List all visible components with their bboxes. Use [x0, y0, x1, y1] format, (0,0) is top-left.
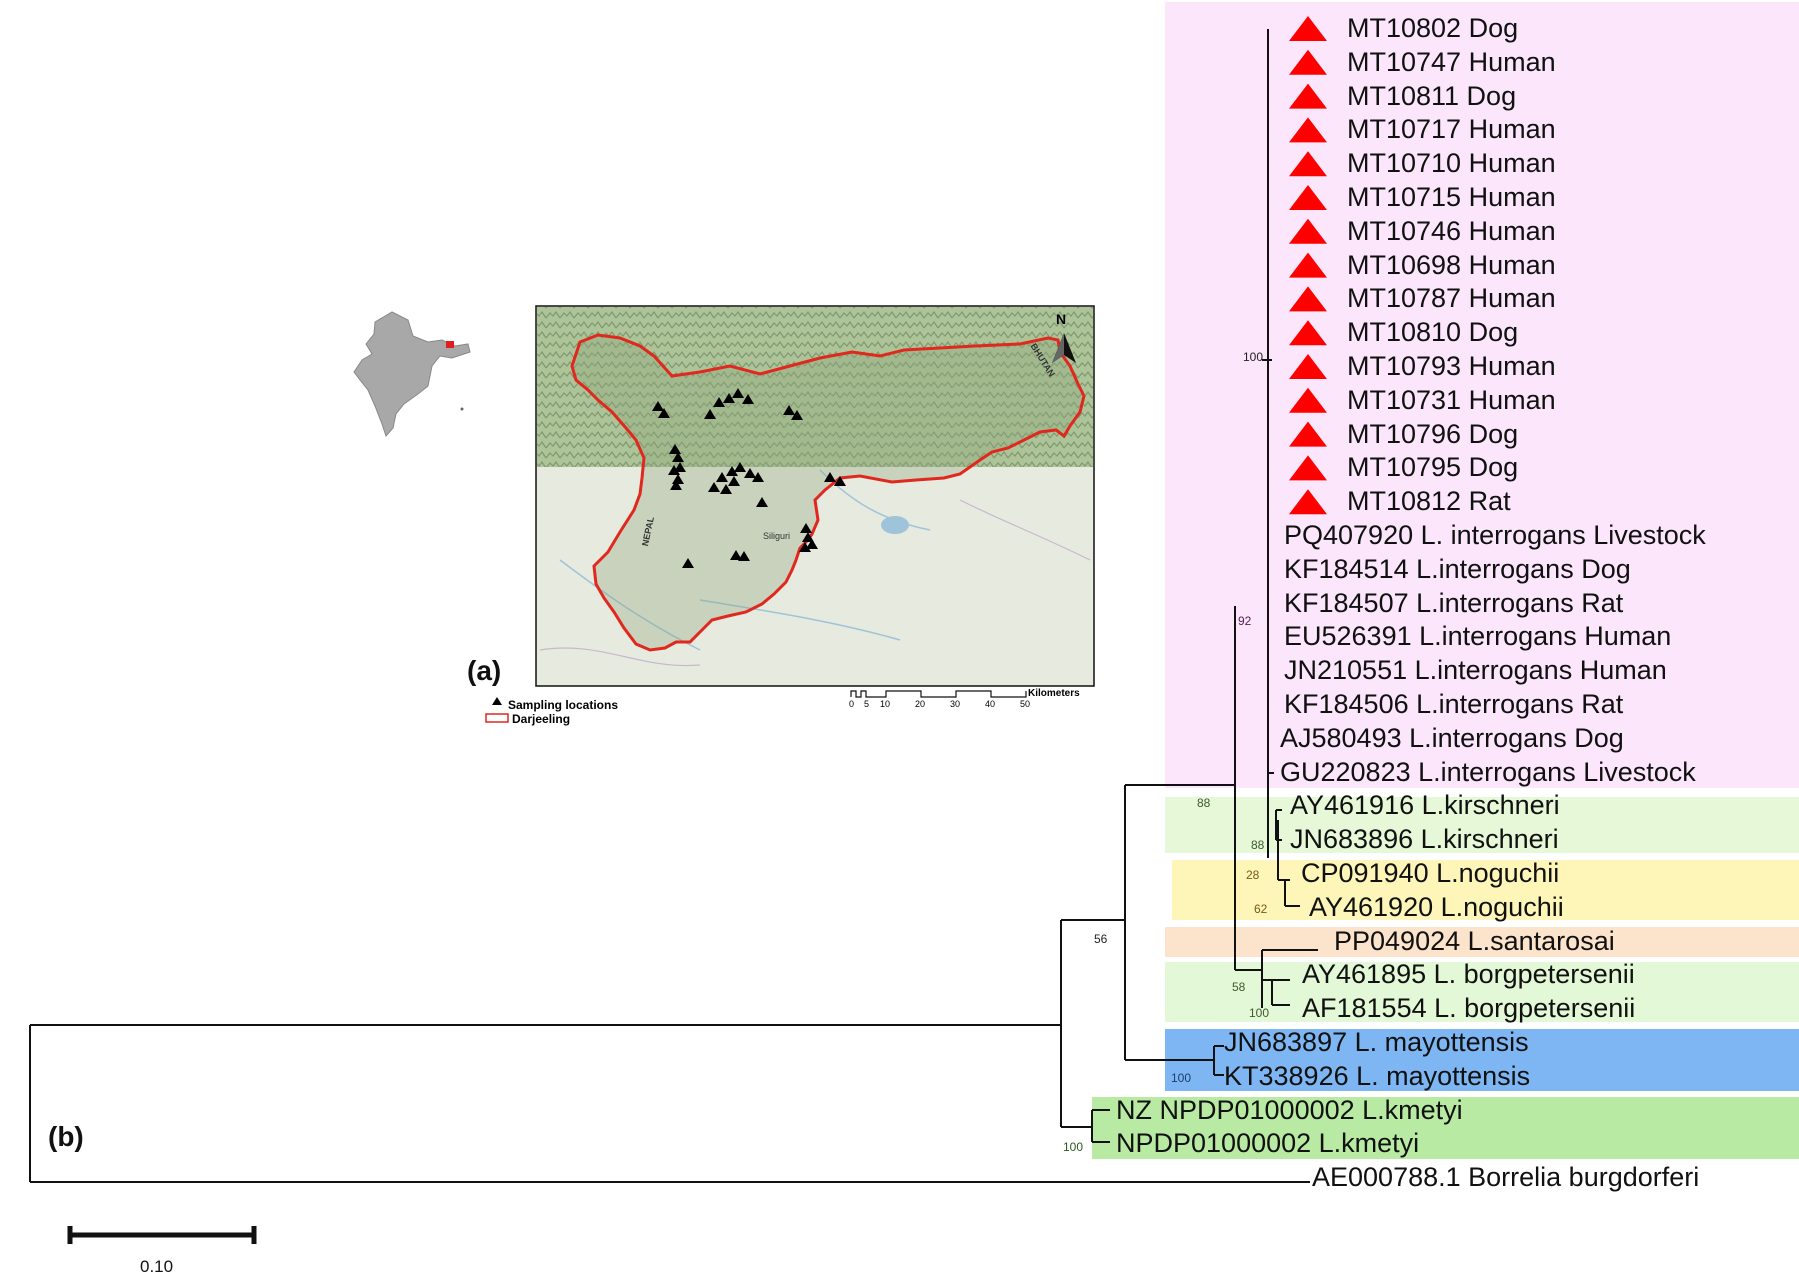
tip-label: MT10731 Human: [1347, 384, 1556, 415]
map-scale-bar: [850, 690, 1027, 698]
map-scale-tick: 40: [985, 699, 996, 709]
tip-label: MT10710 Human: [1347, 148, 1556, 179]
panel-a-label: (a): [467, 655, 502, 686]
tip-label: AY461895 L. borgpetersenii: [1302, 959, 1635, 990]
red-triangle-marker: [1289, 185, 1327, 210]
place-label-siliguri: Siliguri: [763, 531, 791, 541]
tip-label: MT10810 Dog: [1347, 317, 1519, 348]
tip-label: PP049024 L.santarosai: [1334, 925, 1615, 956]
tip-label: PQ407920 L. interrogans Livestock: [1284, 520, 1706, 550]
red-triangle-marker: [1289, 151, 1327, 177]
tip-label: MT10698 Human: [1347, 249, 1556, 280]
north-label: N: [1056, 311, 1067, 327]
tip-label: MT10802 Dog: [1347, 13, 1519, 43]
tip-label: KT338926 L. mayottensis: [1224, 1060, 1531, 1091]
tree-scale-bar: [67, 1226, 257, 1244]
bootstrap-value: 62: [1254, 902, 1268, 916]
red-triangle-marker: [1289, 49, 1327, 75]
red-triangle-marker: [1289, 320, 1327, 346]
tip-label: MT10715 Human: [1347, 182, 1556, 212]
place-label-nepal: NEPAL: [640, 515, 656, 548]
map-scale-tick: 50: [1020, 699, 1031, 709]
tip-label: JN210551 L.interrogans Human: [1284, 655, 1667, 686]
map-scale-tick: 30: [950, 699, 961, 709]
sampling-markers: [652, 388, 846, 568]
tree-scale-bar-value: 0.10: [140, 1257, 174, 1276]
bootstrap-value: 88: [1197, 796, 1211, 810]
tip-label: NZ NPDP01000002 L.kmetyi: [1116, 1094, 1463, 1125]
map-scale-tick: 20: [915, 699, 926, 709]
bootstrap-value: 28: [1246, 868, 1260, 882]
tip-label: KF184506 L.interrogans Rat: [1284, 689, 1624, 719]
red-triangle-marker: [1289, 218, 1327, 244]
bootstrap-value: 100: [1171, 1071, 1192, 1085]
bootstrap-value: 56: [1094, 932, 1108, 946]
red-triangle-marker: [1289, 387, 1327, 413]
darjeeling-boundary: [570, 333, 1086, 652]
tip-label: KF184514 L.interrogans Dog: [1284, 553, 1631, 584]
tip-label: CP091940 L.noguchii: [1301, 858, 1560, 888]
map-scale-unit: Kilometers: [1028, 688, 1080, 699]
red-triangle-marker: [1289, 354, 1327, 379]
bootstrap-value: 100: [1243, 350, 1264, 364]
red-triangle-marker: [1289, 252, 1327, 278]
tree-branch: [1124, 784, 1235, 1061]
tree-branch: [1275, 809, 1282, 841]
bootstrap-value: 100: [1249, 1006, 1270, 1020]
red-triangle-marker: [1289, 16, 1327, 41]
bootstrap-value: 92: [1238, 614, 1252, 628]
legend-region-label: Darjeeling: [512, 712, 571, 726]
tip-label: MT10793 Human: [1347, 351, 1556, 381]
tip-label: MT10746 Human: [1347, 215, 1556, 246]
panel-b-label: (b): [48, 1121, 84, 1152]
north-arrow-icon: [1052, 333, 1076, 363]
tip-label: MT10787 Human: [1347, 283, 1556, 314]
tip-label: GU220823 L.interrogans Livestock: [1280, 756, 1696, 787]
tip-label: AY461916 L.kirschneri: [1290, 790, 1560, 821]
bootstrap-value: 58: [1232, 980, 1246, 994]
tip-label: AE000788.1 Borrelia burgdorferi: [1312, 1162, 1700, 1193]
tip-label: AY461920 L.noguchii: [1309, 891, 1564, 922]
bootstrap-value: 100: [1063, 1140, 1084, 1154]
map-scale-tick: 5: [864, 699, 870, 709]
tip-label: MT10747 Human: [1347, 46, 1556, 77]
tip-label: AF181554 L. borgpetersenii: [1302, 993, 1636, 1024]
place-label-bhutan: BHUTAN: [1028, 341, 1057, 379]
tip-label: AJ580493 L.interrogans Dog: [1280, 722, 1624, 753]
tip-label: MT10717 Human: [1347, 114, 1556, 145]
red-triangle-marker: [1289, 421, 1327, 447]
tip-label: MT10812 Rat: [1347, 486, 1511, 517]
tip-label: JN683896 L.kirschneri: [1290, 824, 1559, 855]
tip-label: MT10795 Dog: [1347, 452, 1519, 483]
tip-label: MT10796 Dog: [1347, 418, 1519, 449]
legend-sampling-label: Sampling locations: [508, 698, 619, 712]
study-area-map: [485, 305, 1095, 723]
tree-branch: [1262, 979, 1290, 1006]
red-triangle-marker: [1289, 286, 1327, 312]
tip-label: NPDP01000002 L.kmetyi: [1116, 1128, 1420, 1159]
india-inset: [353, 311, 471, 437]
tree-branch: [1213, 1045, 1224, 1076]
tip-label: KF184507 L.interrogans Rat: [1284, 587, 1624, 618]
map-scale-tick: 10: [880, 699, 891, 709]
tip-label: MT10811 Dog: [1347, 80, 1517, 111]
tree-branch: [1091, 1109, 1110, 1143]
red-triangle-marker: [1289, 117, 1327, 143]
red-triangle-marker: [1289, 455, 1327, 481]
red-triangle-marker: [1289, 489, 1327, 515]
red-triangle-marker: [1289, 83, 1327, 109]
tip-label: JN683897 L. mayottensis: [1224, 1027, 1529, 1057]
map-scale-tick: 0: [849, 699, 855, 709]
bootstrap-value: 88: [1251, 838, 1265, 852]
tip-label: EU526391 L.interrogans Human: [1284, 621, 1672, 652]
